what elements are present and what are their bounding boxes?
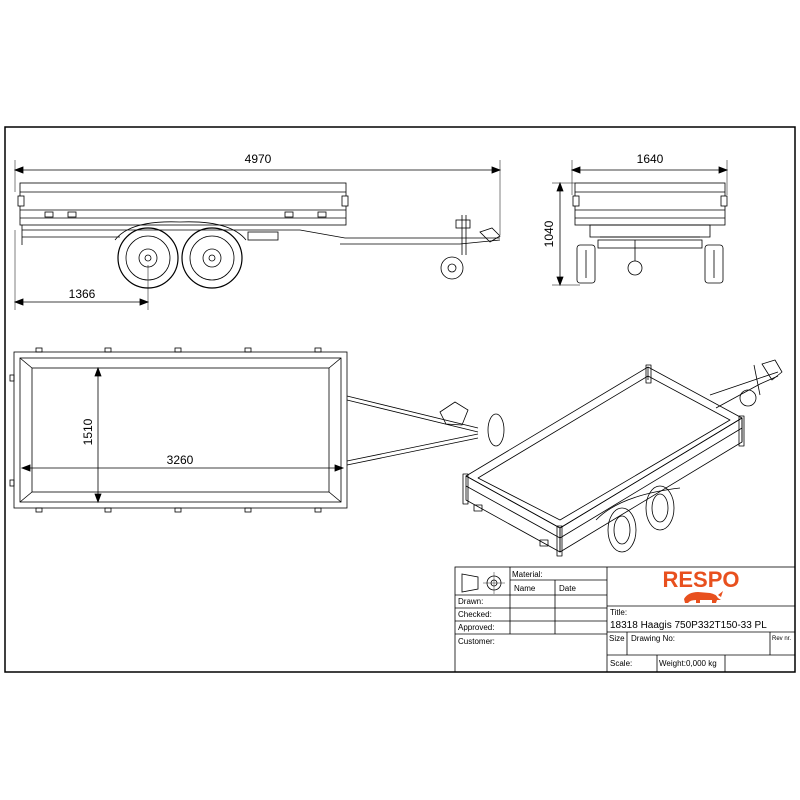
side-view	[13, 160, 502, 310]
scale-label: Scale:	[610, 659, 632, 668]
title-block	[454, 566, 796, 673]
material-label: Material:	[512, 570, 543, 579]
drawing-border	[4, 126, 796, 673]
title-label: Title:	[610, 608, 627, 617]
customer-label: Customer:	[458, 637, 495, 646]
rhino-logo-icon	[684, 591, 723, 603]
front-view	[552, 160, 729, 287]
front-wheel-left	[576, 244, 596, 284]
date-header: Date	[559, 584, 576, 593]
dim-inner-length: 3260	[167, 453, 194, 467]
dim-axle-position: 1366	[69, 287, 96, 301]
iso-wheel-front	[607, 507, 637, 553]
side-box	[19, 182, 347, 226]
isometric-view	[462, 359, 783, 557]
projection-symbol-cone	[461, 573, 479, 593]
side-wheel-rear	[181, 227, 243, 289]
dim-inner-width: 1510	[81, 418, 95, 445]
front-box	[574, 182, 726, 226]
drawing-title: 18318 Haagis 750P332T150-33 PL	[610, 620, 767, 631]
name-header: Name	[514, 584, 536, 593]
top-outer-frame	[13, 351, 348, 509]
size-label: Size	[609, 634, 625, 643]
checked-label: Checked:	[458, 610, 492, 619]
dim-overall-length: 4970	[245, 152, 272, 166]
dim-overall-width: 1640	[637, 152, 664, 166]
iso-wheel-rear	[645, 485, 675, 531]
approved-label: Approved:	[458, 623, 494, 632]
drawn-label: Drawn:	[458, 597, 483, 606]
dim-overall-height: 1040	[542, 220, 556, 247]
weight-label: Weight:0,000 kg	[659, 659, 717, 668]
iso-box-rim	[465, 366, 743, 529]
top-inner-bed	[31, 367, 330, 493]
rev-label: Rev nr.	[772, 636, 791, 642]
respo-logo-text: RESPO	[662, 567, 739, 592]
drawing-no-label: Drawing No:	[631, 634, 675, 643]
top-view	[9, 347, 505, 513]
